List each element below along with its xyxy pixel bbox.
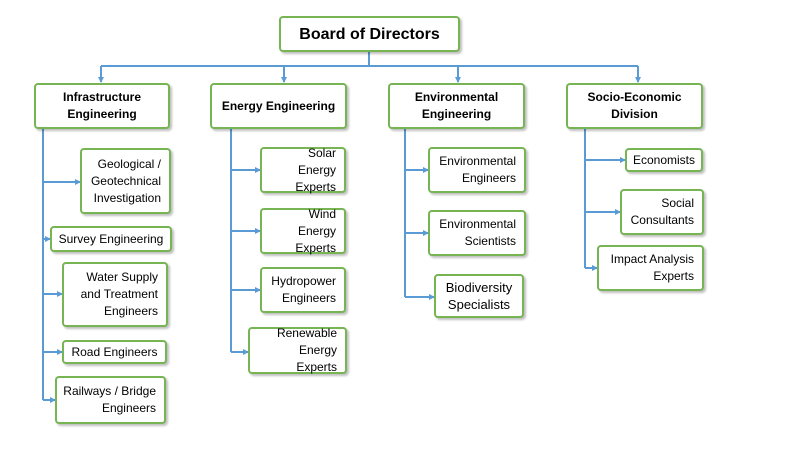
unit-social: Social Consultants [620, 189, 704, 235]
unit-label: Water Supply and Treatment Engineers [80, 270, 158, 318]
unit-label: Road Engineers [71, 344, 158, 359]
root-node: Board of Directors [279, 16, 460, 52]
unit-label: Geological / Geotechnical Investigation [90, 156, 161, 205]
division-environmental: Environmental Engineering [388, 83, 525, 129]
unit-railways: Railways / Bridge Engineers [55, 376, 166, 424]
unit-label: Environmental Scientists [439, 217, 516, 248]
division-label: Infrastructure Engineering [62, 90, 142, 121]
unit-label: Solar Energy Experts [295, 145, 336, 194]
unit-wind: Wind Energy Experts [260, 206, 346, 255]
unit-label: Railways / Bridge Engineers [63, 384, 156, 415]
unit-label: Renewable Energy Experts [276, 326, 337, 374]
unit-env-engineers: Environmental Engineers [428, 147, 526, 193]
unit-survey: Survey Engineering [50, 226, 172, 252]
division-socio-economic: Socio-Economic Division [566, 83, 703, 129]
unit-label: Hydropower Engineers [271, 274, 336, 305]
root-label: Board of Directors [299, 25, 440, 43]
unit-water-supply: Water Supply and Treatment Engineers [62, 262, 168, 327]
unit-label: Environmental Engineers [439, 154, 516, 185]
unit-label: Wind Energy Experts [295, 206, 336, 255]
unit-road: Road Engineers [62, 340, 167, 364]
unit-impact-analysis: Impact Analysis Experts [597, 245, 704, 291]
unit-economists: Economists [625, 148, 703, 172]
unit-label: Survey Engineering [58, 231, 164, 246]
unit-label: Social Consultants [630, 196, 694, 227]
unit-hydropower: Hydropower Engineers [260, 267, 346, 313]
division-energy: Energy Engineering [210, 83, 347, 129]
division-label: Environmental Engineering [414, 90, 499, 121]
unit-label: Economists [632, 152, 696, 167]
unit-label: Impact Analysis Experts [610, 252, 694, 283]
unit-renewable: Renewable Energy Experts [248, 326, 347, 374]
unit-biodiversity: Biodiversity Specialists [434, 274, 524, 318]
division-infrastructure: Infrastructure Engineering [34, 83, 170, 129]
division-label: Socio-Economic Division [587, 90, 682, 121]
unit-geological: Geological / Geotechnical Investigation [80, 148, 171, 214]
unit-env-scientists: Environmental Scientists [428, 210, 526, 256]
unit-label: Biodiversity Specialists [445, 280, 513, 312]
division-label: Energy Engineering [221, 98, 336, 113]
unit-solar: Solar Energy Experts [260, 145, 346, 194]
